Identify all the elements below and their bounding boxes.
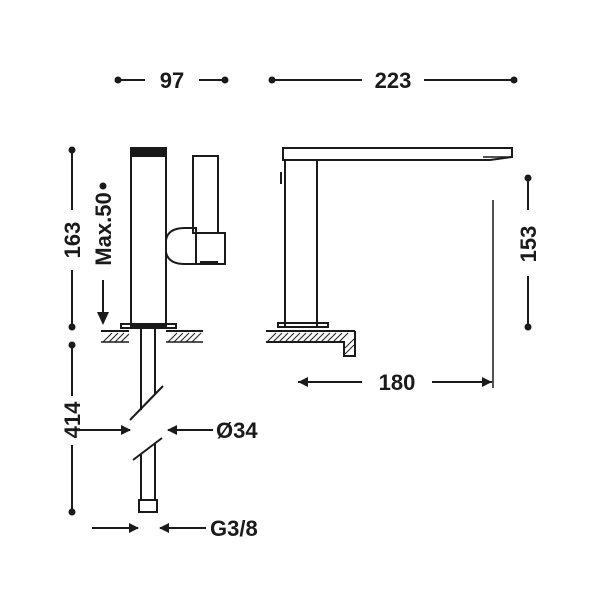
dimension-d34: Ø34	[80, 418, 258, 443]
dimension-223: 223	[268, 68, 518, 93]
dimension-97: 97	[114, 68, 229, 93]
dimension-414: 414	[60, 341, 85, 516]
dimension-163-label: 163	[60, 222, 85, 259]
dimension-163: 163	[60, 146, 85, 331]
dimension-153: 153	[516, 174, 541, 331]
hose-connector	[138, 499, 158, 513]
dimension-max50-label: Max.50	[91, 192, 116, 265]
faucet-body	[130, 147, 167, 327]
dimension-g38: G3/8	[92, 516, 258, 541]
dimension-153-label: 153	[516, 226, 541, 263]
dimension-97-label: 97	[160, 68, 184, 93]
dimension-g38-label: G3/8	[210, 516, 258, 541]
dimension-180: 180	[298, 200, 494, 395]
dimension-180-label: 180	[379, 370, 416, 395]
dimension-max50: Max.50	[91, 182, 116, 325]
dimension-d34-label: Ø34	[216, 418, 258, 443]
dimension-414-label: 414	[60, 401, 85, 438]
faucet-lever	[192, 155, 219, 234]
faucet-base	[120, 323, 177, 329]
dimension-223-label: 223	[375, 68, 412, 93]
faucet-front-view	[101, 147, 226, 513]
lever-hub	[165, 227, 197, 265]
faucet-spout	[282, 147, 513, 161]
faucet-side-view	[266, 147, 513, 357]
